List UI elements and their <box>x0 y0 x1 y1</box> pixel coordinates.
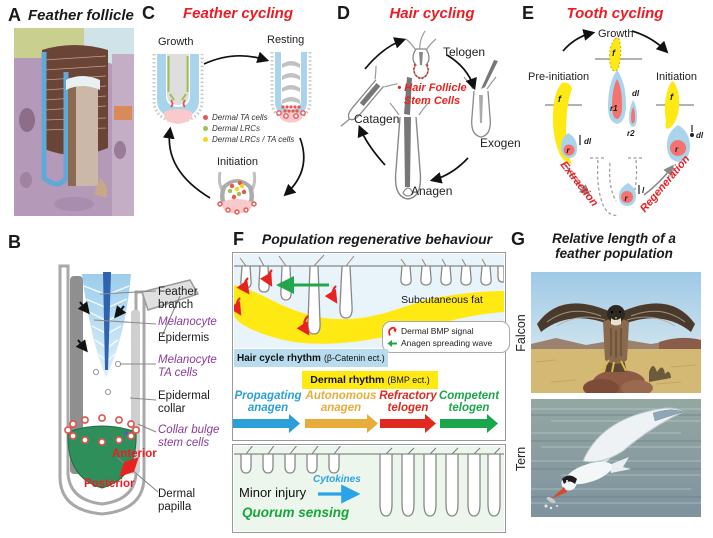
dermal-rhythm-detail: (BMP ect.) <box>387 375 430 385</box>
tooth-cycle-diagram: f r1 r2 dl f r dl f r dl r l <box>545 29 704 216</box>
refractory-telogen-arrow <box>380 414 436 433</box>
stage-exogen: Exogen <box>480 136 521 150</box>
panel-a-title: Feather follicle <box>28 7 134 24</box>
tooth-label-dl-init: dl <box>696 131 704 140</box>
phase-autonomous-anagen: Autonomous anagen <box>305 390 377 415</box>
label-collar-bulge-stem-cells: Collar bulge stem cells <box>158 424 220 449</box>
falcon-photo <box>531 272 701 393</box>
tooth-label-r-pre: r <box>567 146 571 155</box>
feather-cycle-legend: Dermal TA cells Dermal LRCs Dermal LRCs … <box>203 112 294 145</box>
tern-photo-label: Tern <box>514 446 528 472</box>
phase-refractory-telogen: Refractory telogen <box>379 390 437 415</box>
legend-anagen-wave: Anagen spreading wave <box>401 338 493 348</box>
stage-pre-initiation: Pre-initiation <box>528 71 590 83</box>
falcon-photo-label: Falcon <box>514 314 528 352</box>
dermal-ta-dot <box>203 115 208 120</box>
label-dermal-papilla: Dermal papilla <box>158 488 196 513</box>
anagen-wave-icon <box>387 339 397 347</box>
tern-photo <box>531 399 701 517</box>
anagen-follicle <box>389 77 429 200</box>
legend-row: Dermal LRCs <box>203 123 294 134</box>
panel-g-title: Relative length of a feather population <box>552 231 676 262</box>
tooth-label-r-socket: r <box>625 194 629 203</box>
feather-cycle-diagram <box>152 51 312 215</box>
panel-e-letter: E <box>522 3 535 23</box>
hair-cycle-rhythm-bar: Hair cycle rhythm (β-Catenin ect.) <box>234 349 388 367</box>
panel-d-title: Hair cycling <box>389 5 475 22</box>
tooth-label-f-pre: f <box>558 94 562 104</box>
tooth-label-r2: r2 <box>627 129 635 138</box>
tooth-label-f-growth: f <box>612 48 616 58</box>
label-epidermis: Epidermis <box>158 332 210 344</box>
phase-arrows <box>233 414 498 433</box>
panel-f-letter: F <box>233 229 244 249</box>
legend-dermal-bmp: Dermal BMP signal <box>401 326 474 336</box>
skin-cross-section <box>234 254 504 348</box>
competent-telogen-arrow <box>440 414 498 433</box>
label-feather-branch: Feather branch <box>158 286 198 311</box>
hair-follicle-stem-cells-note: • Hair Follicle Stem Cells <box>397 82 467 107</box>
legend-row: Dermal LRCs / TA cells <box>203 134 294 145</box>
dermal-lrc-dot <box>203 126 208 131</box>
hair-cycle-diagram <box>340 30 498 200</box>
tooth-label-l-socket: l <box>642 186 645 195</box>
feather-follicle-painting <box>14 28 134 216</box>
feather-follicle-diagram <box>58 264 200 516</box>
dermal-rhythm-bar: Dermal rhythm (BMP ect.) <box>302 371 438 389</box>
legend-row: Dermal TA cells <box>203 112 294 123</box>
dermal-rhythm-label: Dermal rhythm <box>310 374 385 386</box>
autonomous-anagen-arrow <box>305 414 378 433</box>
tooth-label-f-init: f <box>670 92 674 102</box>
quorum-sensing-label: Quorum sensing <box>242 505 350 520</box>
tooth-label-dl-growth: dl <box>632 89 640 98</box>
stage-resting: Resting <box>267 34 305 46</box>
panel-c-letter: C <box>142 3 155 23</box>
catagen-follicle <box>340 65 398 127</box>
legend-dermal-lrc: Dermal LRCs <box>212 124 261 133</box>
minor-injury-diagram <box>234 446 504 531</box>
anterior-posterior-axis-arrow <box>119 457 139 477</box>
stage-initiation: Initiation <box>217 156 258 168</box>
panel-a-letter: A <box>8 5 21 25</box>
label-melanocyte: Melanocyte <box>158 316 217 328</box>
phase-competent-telogen: Competent telogen <box>438 390 500 415</box>
panel-d-letter: D <box>337 3 350 23</box>
telogen-follicle <box>405 30 437 80</box>
dermal-bmp-icon <box>388 326 397 336</box>
panel-c-title: Feather cycling <box>182 5 294 22</box>
subcutaneous-fat-label: Subcutaneous fat <box>401 294 483 306</box>
propagating-anagen-arrow <box>233 414 300 433</box>
legend-dermal-lrc-ta: Dermal LRCs / TA cells <box>212 135 295 144</box>
stage-anagen: Anagen <box>411 184 453 198</box>
stage-tooth-initiation: Initiation <box>656 71 697 83</box>
quorum-sensing-box <box>232 444 506 533</box>
panel-e-title: Tooth cycling <box>566 5 664 22</box>
minor-injury-label: Minor injury <box>239 485 307 500</box>
legend-dermal-ta: Dermal TA cells <box>212 113 268 122</box>
tooth-label-r-init: r <box>675 145 679 154</box>
panel-g-letter: G <box>511 229 526 249</box>
tooth-label-dl-pre: dl <box>584 137 592 146</box>
bmp-wave-legend: Dermal BMP signal Anagen spreading wave <box>382 321 510 353</box>
dermal-lrc-ta-dot <box>203 137 208 142</box>
phase-propagating-anagen: Propagating anagen <box>234 390 302 415</box>
label-epidermal-collar: Epidermal collar <box>158 390 210 415</box>
hair-cycle-rhythm-detail: (β-Catenin ect.) <box>323 353 385 363</box>
hair-cycle-rhythm-label: Hair cycle rhythm <box>237 352 321 364</box>
legend-row: Dermal BMP signal <box>387 326 505 337</box>
stage-growth: Growth <box>158 36 194 48</box>
label-anterior: Anterior <box>112 448 157 460</box>
stage-telogen: Telogen <box>443 45 486 59</box>
panel-b-letter: B <box>8 232 21 252</box>
cytokines-label: Cytokines <box>313 474 361 485</box>
stage-tooth-growth: Growth <box>598 28 634 40</box>
legend-row: Anagen spreading wave <box>387 338 505 349</box>
label-melanocyte-ta-cells: Melanocyte TA cells <box>158 354 217 379</box>
label-posterior: Posterior <box>84 478 135 490</box>
panel-f-title: Population regenerative behaviour <box>261 231 493 247</box>
tooth-label-r1: r1 <box>610 104 618 113</box>
stage-catagen: Catagen <box>354 112 400 126</box>
exogen-follicle <box>463 60 498 138</box>
